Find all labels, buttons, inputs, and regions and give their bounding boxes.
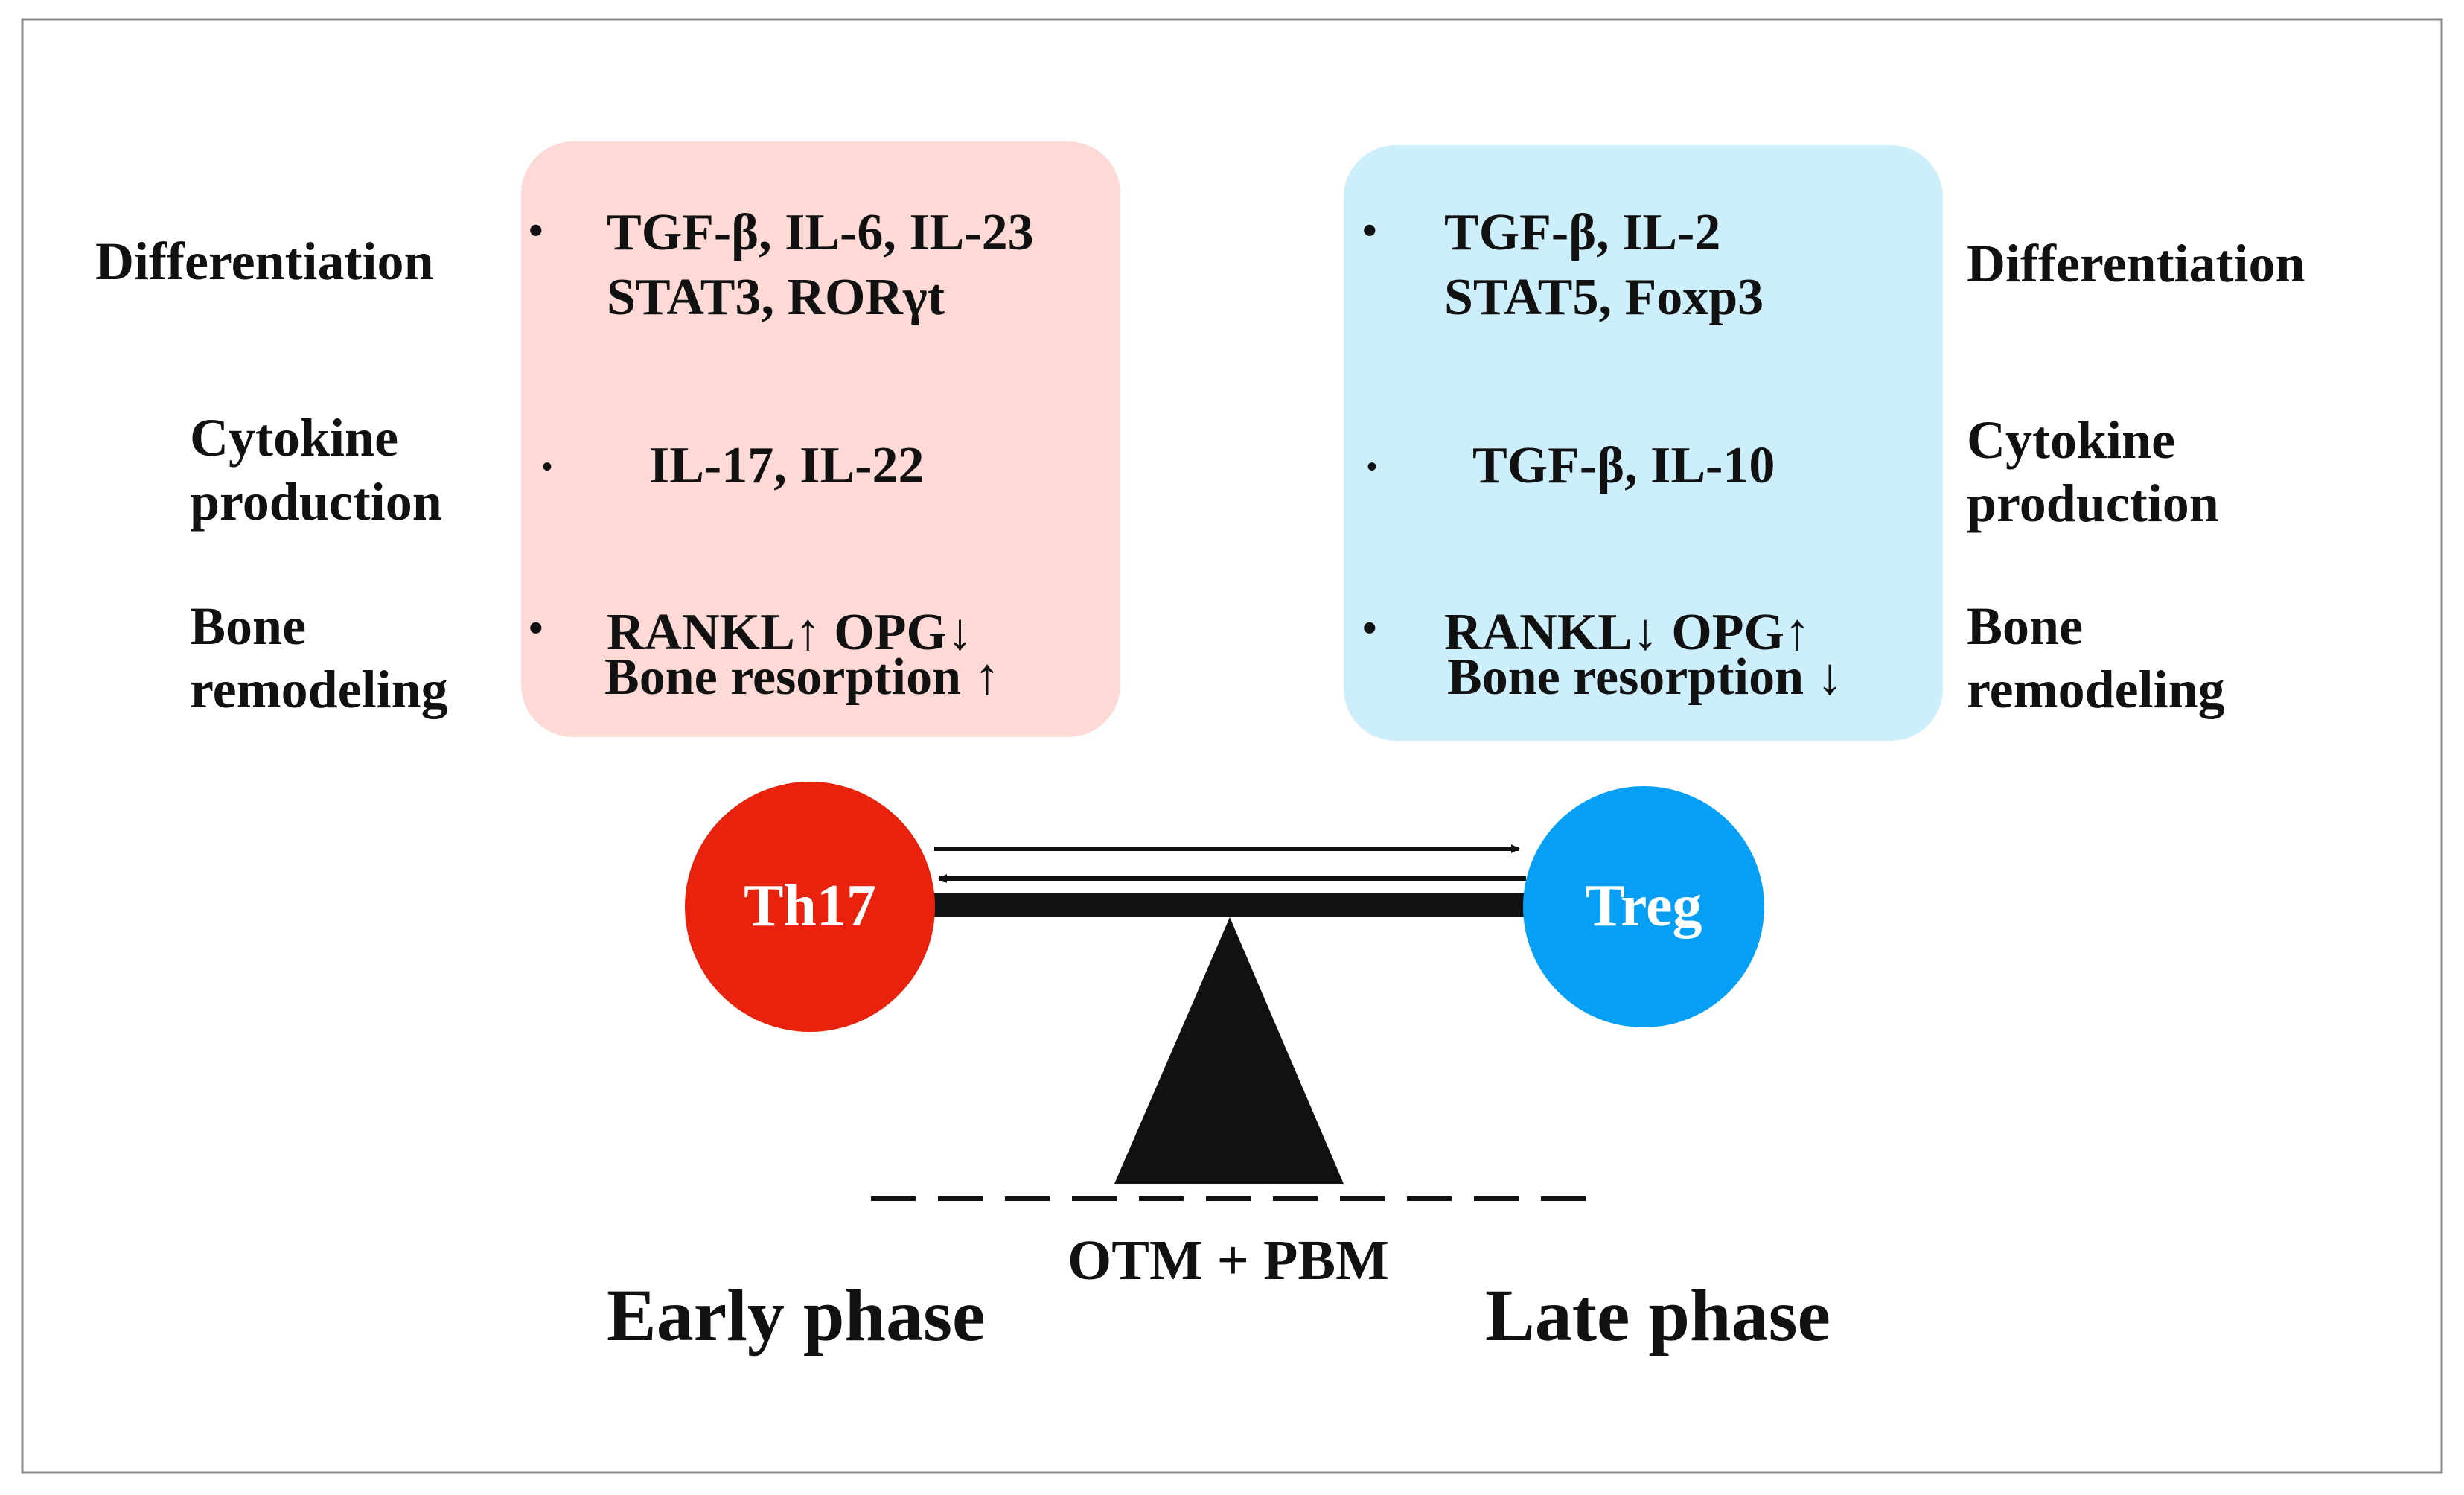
th17-cytokines: IL-17, IL-22	[649, 437, 924, 494]
treg-bone-line1: RANKL↓ OPG↑	[1444, 604, 1810, 661]
th17-bullet-differentiation: •	[529, 208, 543, 254]
treg-box	[1344, 145, 1943, 741]
treg-bone-line2: Bone resorption ↓	[1447, 648, 1843, 706]
th17-bone-line2: Bone resorption ↑	[604, 648, 1000, 706]
right-label-bone-line2: remodeling	[1967, 660, 2225, 719]
treg-bullet-differentiation: •	[1362, 208, 1377, 254]
treg-label: Treg	[1586, 873, 1702, 939]
seesaw-beam	[923, 893, 1533, 917]
seesaw-fulcrum	[1114, 917, 1344, 1184]
treg-bullet-bone: •	[1362, 605, 1377, 651]
left-label-differentiation: Differentiation	[95, 232, 434, 291]
late-phase-label: Late phase	[1485, 1274, 1831, 1357]
th17-circle	[685, 782, 935, 1032]
right-label-differentiation: Differentiation	[1967, 234, 2305, 293]
left-label-bone-line2: remodeling	[190, 660, 448, 719]
right-label-cytokine-line1: Cytokine	[1967, 410, 2175, 470]
treg-circle	[1523, 786, 1764, 1027]
treg-differentiation-line2: STAT5, Foxp3	[1444, 269, 1764, 326]
right-label-cytokine-line2: production	[1967, 474, 2219, 533]
th17-differentiation-line2: STAT3, RORγt	[607, 269, 945, 326]
th17-differentiation-line1: TGF-β, IL-6, IL-23	[607, 204, 1034, 261]
th17-label: Th17	[744, 873, 876, 939]
treg-differentiation-line1: TGF-β, IL-2	[1444, 204, 1720, 261]
th17-bullet-cytokines: •	[542, 450, 552, 483]
th17-bullet-bone: •	[529, 605, 543, 651]
outer-frame	[21, 18, 2443, 1474]
th17-bone-line1: RANKL↑ OPG↓	[607, 604, 973, 661]
left-label-cytokine-line2: production	[190, 472, 442, 532]
treg-cytokines: TGF-β, IL-10	[1472, 437, 1775, 494]
left-label-cytokine-line1: Cytokine	[190, 408, 398, 468]
th17-box	[521, 141, 1120, 737]
early-phase-label: Early phase	[607, 1274, 985, 1357]
left-label-bone-line1: Bone	[190, 596, 306, 656]
treatment-label: OTM + PBM	[1067, 1229, 1389, 1292]
right-label-bone-line1: Bone	[1967, 596, 2083, 656]
treg-bullet-cytokines: •	[1367, 450, 1377, 483]
